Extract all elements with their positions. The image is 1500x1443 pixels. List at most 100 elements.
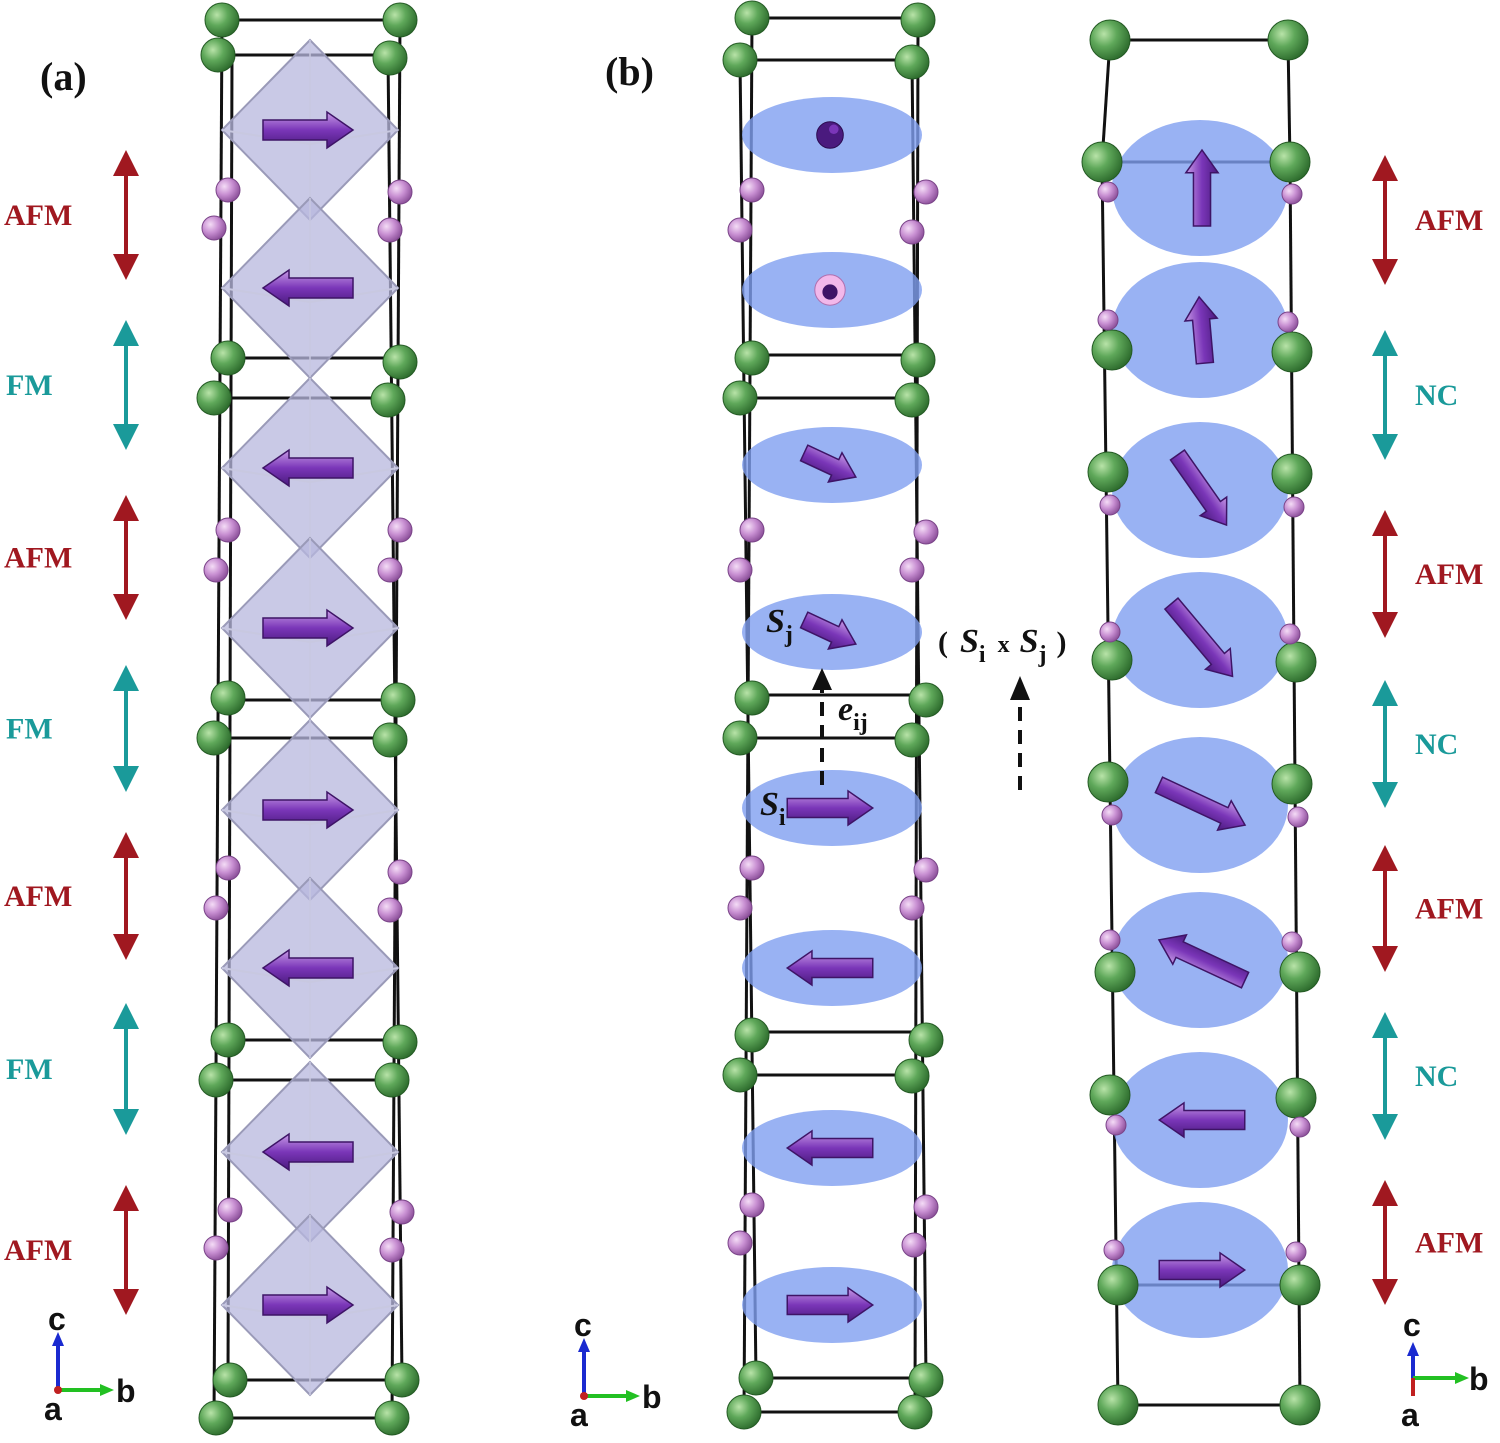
spin-arrow (1169, 449, 1228, 527)
order-label-left: AFM (4, 199, 72, 232)
green-atom (900, 2, 936, 38)
pink-atom (215, 855, 241, 881)
green-atom (382, 344, 418, 380)
pink-atom (203, 557, 229, 583)
green-atom (198, 1400, 234, 1436)
double-arrow-head-down (113, 254, 139, 280)
green-atom (1275, 641, 1317, 683)
pink-atom (203, 1235, 229, 1261)
pink-atom (1285, 1241, 1307, 1263)
green-atom (722, 380, 758, 416)
pink-atom (377, 897, 403, 923)
green-atom (908, 1362, 944, 1398)
pink-atom (387, 179, 413, 205)
spin-arrow (1184, 148, 1220, 227)
axis-label-c: c (574, 1307, 592, 1343)
green-atom (1091, 639, 1133, 681)
pink-atom (215, 177, 241, 203)
pink-atom (217, 1197, 243, 1223)
double-arrow-head-up (113, 665, 139, 691)
green-atom (726, 1394, 762, 1430)
order-label-left: FM (6, 369, 53, 402)
double-arrow-head-down (1372, 612, 1398, 638)
green-atom (1081, 141, 1123, 183)
green-atom (1279, 951, 1321, 993)
double-arrow-head-up (1372, 845, 1398, 871)
pink-atom (1287, 806, 1309, 828)
pink-atom (739, 1192, 765, 1218)
axis-label-a: a (44, 1391, 62, 1427)
green-atom (1094, 951, 1136, 993)
spin-arrow (262, 608, 355, 648)
double-arrow-head-up (113, 1003, 139, 1029)
spin-arrow (261, 1132, 354, 1172)
double-arrow-head-down (1372, 434, 1398, 460)
green-atom (374, 1400, 410, 1436)
pink-atom (203, 895, 229, 921)
pink-atom (913, 179, 939, 205)
green-atom (380, 682, 416, 718)
spin-arrow (814, 274, 846, 306)
axis-triad-a: c b a (44, 1301, 136, 1427)
order-label-left: AFM (4, 542, 72, 575)
spin-arrow (1157, 933, 1250, 989)
pink-atom (1097, 309, 1119, 331)
green-atom (1271, 453, 1313, 495)
double-arrow-head-down (1372, 259, 1398, 285)
e-ij-dashed-arrow (812, 668, 832, 785)
pink-atom (387, 859, 413, 885)
spin-arrow (785, 1129, 874, 1167)
double-arrow-head-up (1372, 330, 1398, 356)
green-atom (1089, 19, 1131, 61)
pink-atom (1277, 311, 1299, 333)
green-atom (722, 42, 758, 78)
double-arrow-head-up (1372, 510, 1398, 536)
order-label-left: FM (6, 713, 53, 746)
green-atom (894, 722, 930, 758)
order-label-right: NC (1415, 379, 1458, 412)
green-atom (1279, 1264, 1321, 1306)
spin-arrow (1154, 776, 1247, 832)
pink-atom (387, 517, 413, 543)
green-atom (1087, 761, 1129, 803)
pink-atom (201, 215, 227, 241)
panel-a-atoms (196, 2, 420, 1436)
double-arrow-head-up (113, 495, 139, 521)
axis-label-c: c (1403, 1307, 1421, 1343)
pink-atom (913, 1194, 939, 1220)
panel-label-a: (a) (40, 54, 87, 99)
order-label-right: NC (1415, 1060, 1458, 1093)
green-atom (212, 1362, 248, 1398)
panel-b-right-atoms (1081, 19, 1321, 1426)
pink-atom (377, 557, 403, 583)
pink-atom (901, 1232, 927, 1258)
order-label-right: AFM (1415, 204, 1483, 237)
green-atom (196, 720, 232, 756)
spin-arrow (786, 1286, 875, 1324)
spin-arrow (1183, 295, 1219, 365)
axis-label-b: b (642, 1379, 662, 1415)
spin-arrow (261, 268, 354, 308)
pink-atom (1289, 1116, 1311, 1138)
green-atom (382, 1024, 418, 1060)
green-atom (1279, 1384, 1321, 1426)
pink-atom (389, 1199, 415, 1225)
pink-atom (1097, 181, 1119, 203)
double-arrow-head-down (113, 594, 139, 620)
green-atom (722, 1057, 758, 1093)
green-atom (734, 0, 770, 36)
spin-arrow (261, 448, 354, 488)
pink-atom (1099, 494, 1121, 516)
order-label-left: AFM (4, 1234, 72, 1267)
order-label-right: NC (1415, 728, 1458, 761)
panel-b-left-cell-frame (738, 16, 928, 1416)
label-cross-product: ( Si x Sj ) (938, 623, 1067, 668)
spin-arrow (261, 948, 354, 988)
green-atom (370, 382, 406, 418)
double-arrow-head-up (1372, 680, 1398, 706)
axis-label-b: b (1469, 1361, 1489, 1397)
panel-b-right-spins (1154, 148, 1250, 1289)
panel-a-spins (261, 110, 355, 1325)
